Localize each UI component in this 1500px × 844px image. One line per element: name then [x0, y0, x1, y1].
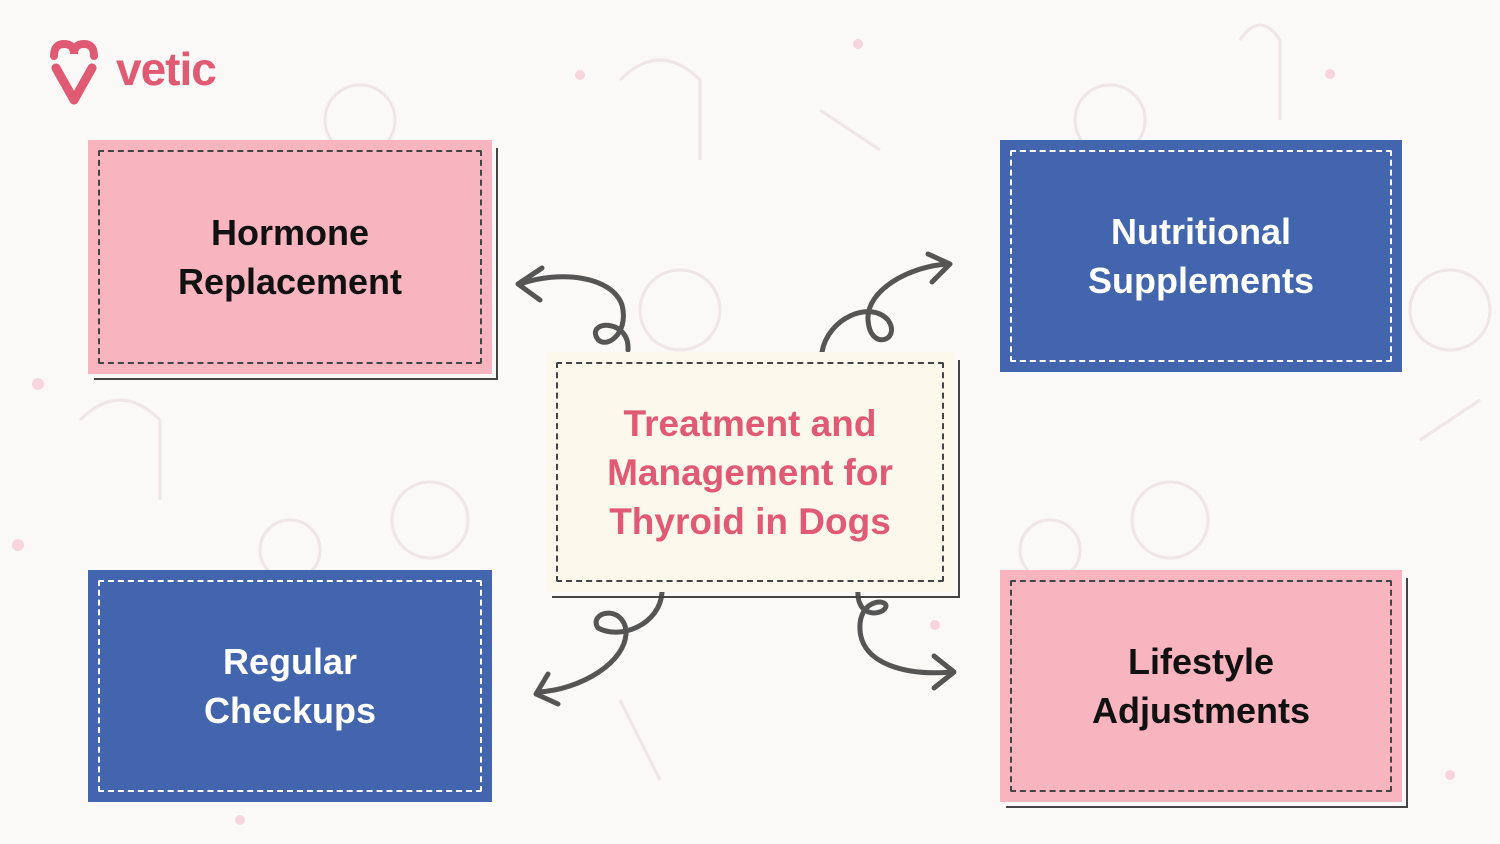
box-label-line: Adjustments — [1091, 690, 1311, 731]
center-line-3: Thyroid in Dogs — [609, 500, 891, 542]
center-line-1: Treatment and — [623, 402, 877, 444]
box-label-line: Replacement — [177, 261, 403, 302]
center-topic-box: Treatment and Management for Thyroid in … — [546, 352, 960, 598]
regular-checkups-box: Regular Checkups — [88, 570, 492, 802]
nutritional-supplements-box: Nutritional Supplements — [1000, 140, 1402, 372]
lifestyle-adjustments-box: Lifestyle Adjustments — [1000, 570, 1408, 808]
heart-v-icon — [50, 40, 98, 105]
box-label-line: Supplements — [1087, 260, 1315, 301]
box-label-line: Nutritional — [1111, 211, 1291, 252]
brand-name: vetic — [116, 43, 217, 95]
box-label-line: Lifestyle — [1127, 641, 1275, 682]
box-label-line: Checkups — [203, 690, 377, 731]
box-label-line: Hormone — [210, 212, 369, 253]
vetic-logo: vetic — [46, 40, 217, 106]
center-line-2: Management for — [607, 451, 893, 493]
box-label-line: Regular — [222, 641, 358, 682]
hormone-replacement-box: Hormone Replacement — [88, 140, 498, 380]
